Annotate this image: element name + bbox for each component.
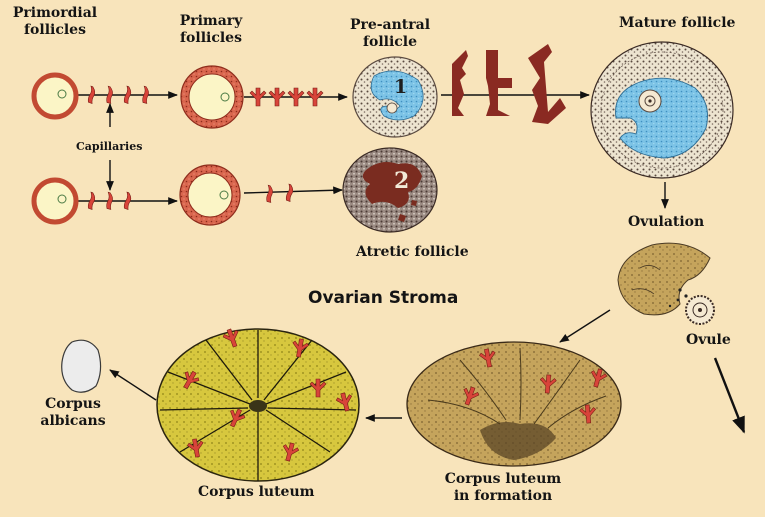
capillary — [222, 328, 239, 348]
primary-follicle-top — [180, 65, 244, 129]
label-preantral-line2: follicle — [362, 34, 418, 50]
blood-vessels-group — [452, 44, 566, 124]
primary-follicle-bottom — [179, 164, 241, 226]
capillary — [87, 85, 96, 104]
primordial-follicle-bottom — [31, 177, 79, 225]
label-atretic-follicle: Atretic follicle — [356, 244, 469, 260]
mature-follicle — [590, 41, 734, 179]
capillary — [266, 184, 273, 203]
corpus-albicans — [61, 339, 102, 393]
label-primary-line1: Primary — [179, 13, 243, 29]
capillary — [287, 87, 305, 107]
capillaries-group — [87, 85, 608, 462]
preantral-follicle — [352, 56, 438, 138]
capillary — [285, 183, 294, 202]
capillary — [229, 408, 246, 428]
label-ovulation: Ovulation — [628, 214, 705, 230]
arrow-ovule-out — [713, 357, 746, 434]
ovule — [685, 295, 715, 325]
label-capillaries: Capillaries — [76, 140, 143, 153]
label-forming-line2: in formation — [453, 488, 553, 504]
label-corpus-luteum: Corpus luteum — [198, 484, 315, 500]
capillary — [335, 392, 353, 412]
label-forming-line1: Corpus luteum — [444, 471, 562, 487]
capillary — [579, 404, 597, 424]
arrow-ovulation-to-forming — [559, 309, 611, 343]
label-primordial-follicles: Primordial follicles — [6, 5, 104, 39]
blood-vessel — [486, 50, 512, 116]
label-albicans-line2: albicans — [40, 413, 106, 429]
corpus-luteum — [156, 328, 360, 482]
label-corpus-albicans: Corpus albicans — [32, 396, 114, 430]
atretic-follicle — [342, 147, 438, 233]
label-albicans-line1: Corpus — [45, 396, 101, 412]
ovulated-follicle — [617, 242, 711, 316]
capillary — [106, 191, 113, 210]
capillary — [306, 87, 324, 107]
capillary — [249, 87, 267, 107]
capillary — [123, 191, 132, 210]
capillary — [268, 87, 286, 107]
capillary — [106, 85, 113, 104]
blood-vessel — [528, 44, 566, 124]
label-ovarian-stroma: Ovarian Stroma — [308, 288, 459, 308]
label-preantral-line1: Pre-antral — [349, 17, 431, 33]
capillary — [479, 348, 496, 368]
label-ovule: Ovule — [686, 332, 731, 348]
label-primary-follicles: Primary follicles — [168, 13, 254, 47]
capillary — [123, 85, 132, 104]
capillary — [590, 368, 608, 388]
primordial-follicle-top — [31, 72, 79, 120]
label-primary-line2: follicles — [180, 30, 242, 46]
capillary — [463, 386, 480, 406]
arrow-luteum-to-albicans — [109, 369, 157, 401]
capillary — [292, 338, 309, 358]
marker-number-1: 1 — [394, 76, 408, 98]
corpus-luteum-forming — [406, 341, 622, 467]
label-corpus-luteum-forming: Corpus luteum in formation — [438, 471, 568, 505]
label-preantral-follicle: Pre-antral follicle — [342, 17, 438, 51]
capillary — [539, 374, 557, 394]
capillary — [183, 370, 200, 390]
label-primordial-line2: follicles — [24, 22, 86, 38]
label-mature-follicle: Mature follicle — [619, 15, 736, 31]
capillary — [309, 378, 327, 398]
capillary — [142, 85, 149, 104]
capillary — [87, 191, 96, 210]
capillary — [187, 438, 204, 458]
label-primordial-line1: Primordial — [12, 5, 98, 21]
capillary — [282, 442, 300, 462]
marker-number-2: 2 — [394, 168, 410, 194]
blood-vessel — [452, 50, 468, 116]
